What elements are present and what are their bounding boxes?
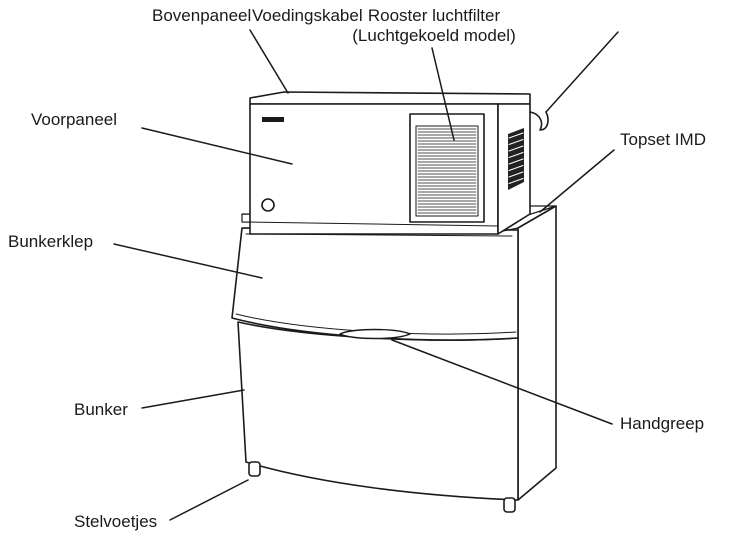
label-bin-door: Bunkerklep (8, 232, 94, 251)
vent-slot (508, 178, 524, 184)
label-air-filter: Rooster luchtfilter (Luchtgekoeld model) (328, 6, 540, 45)
label-handle: Handgreep (620, 414, 705, 433)
handle-shape (339, 328, 411, 340)
vent-slot (508, 152, 524, 158)
vent-slot (508, 165, 524, 171)
bin-door (231, 227, 519, 341)
side-vents (508, 128, 524, 190)
vent-slot (508, 139, 524, 145)
leveling-legs (248, 461, 516, 513)
power-cord (529, 111, 549, 131)
vent-slot (508, 171, 524, 178)
label-bin: Bunker (74, 400, 128, 419)
air-filter-grille (409, 113, 485, 223)
label-top-set: Topset IMD (620, 130, 706, 149)
vent-slot (508, 158, 524, 165)
label-legs: Stelvoetjes (74, 512, 158, 531)
label-front-panel: Voorpaneel (31, 110, 118, 129)
label-top-panel: Bovenpaneel (152, 6, 252, 25)
bin-body (237, 205, 557, 501)
label-air-filter-title: Rooster luchtfilter (367, 6, 501, 25)
vent-slot (508, 145, 524, 152)
label-air-filter-note: (Luchtgekoeld model) (352, 25, 516, 45)
machine-head (249, 91, 531, 235)
label-power-cord: Voedingskabel (252, 6, 363, 25)
vent-slot (508, 132, 524, 139)
leader-lines (113, 29, 619, 521)
